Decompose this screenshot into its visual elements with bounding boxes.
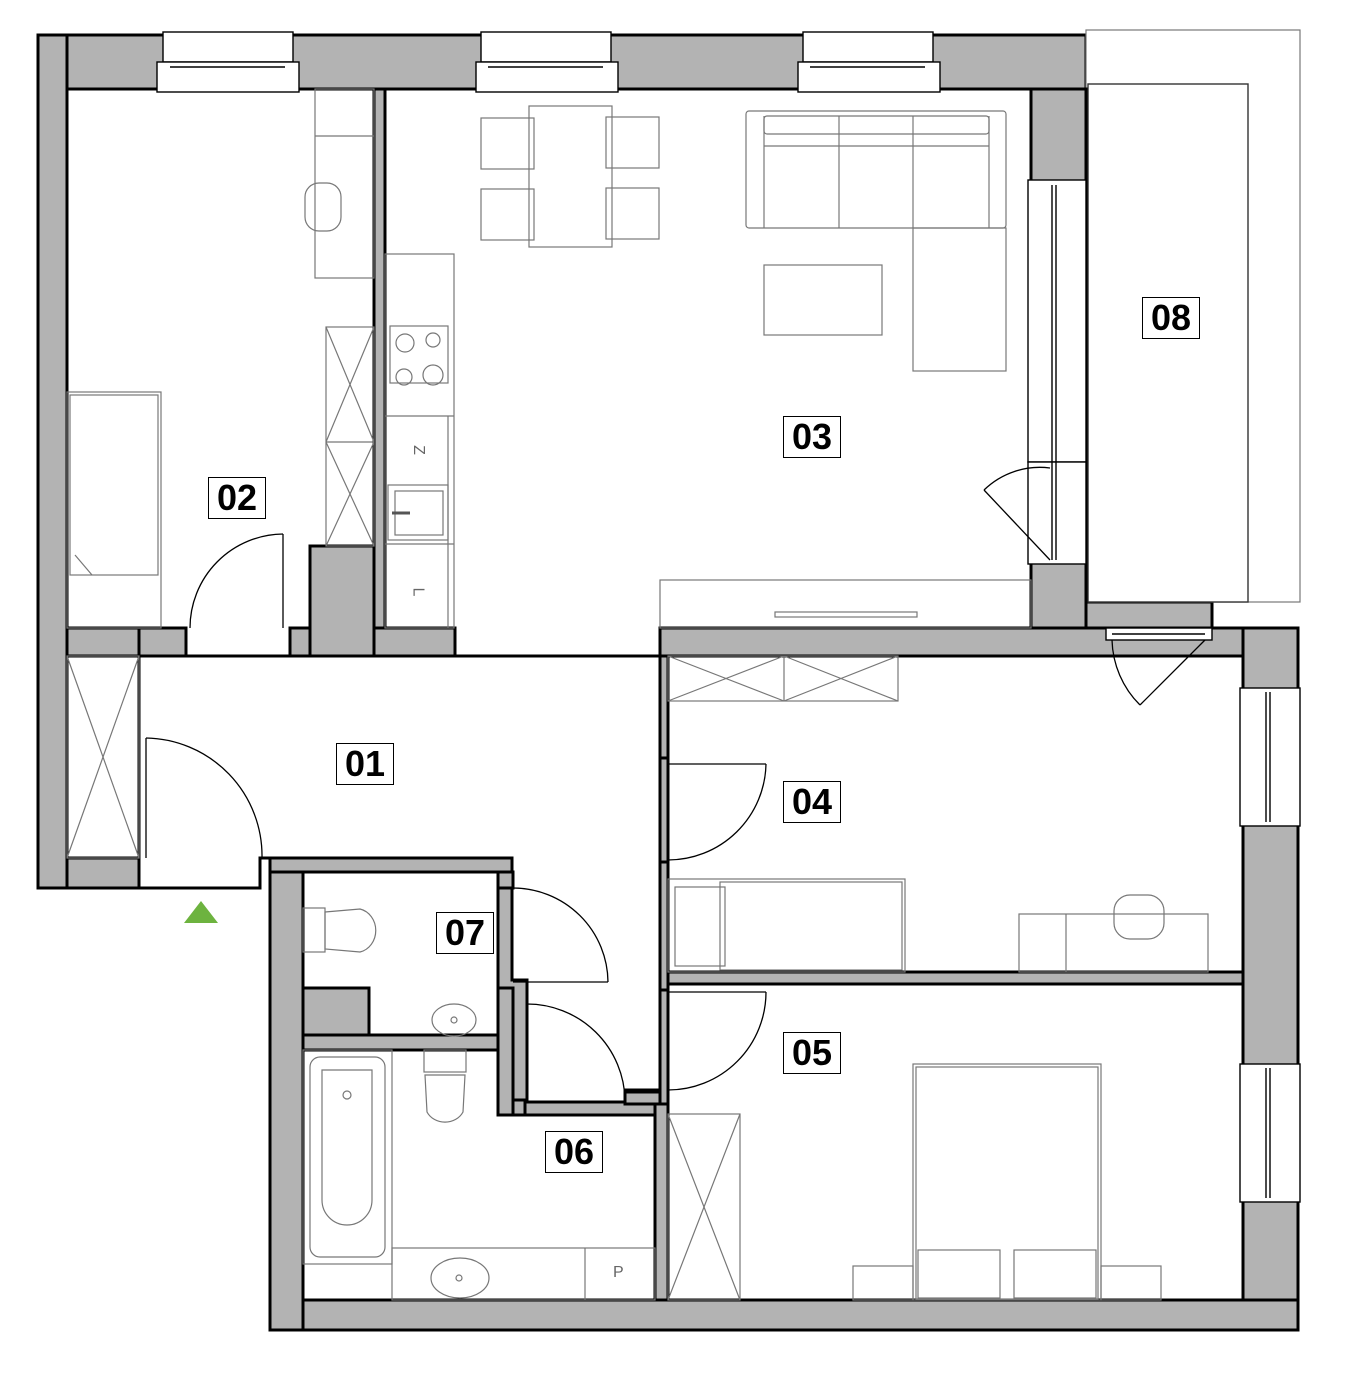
cooktop: [389, 325, 449, 386]
bathtub: [302, 1049, 393, 1265]
room-label-03: 03: [783, 416, 842, 458]
balcony-door-03: [1027, 179, 1087, 565]
window-east-04: [1239, 687, 1301, 827]
nightstand: [1100, 1265, 1162, 1301]
entrance-arrow-icon: [184, 901, 218, 923]
dining-table: [528, 105, 613, 248]
doors: [145, 466, 1206, 1101]
room-label-04: 04: [783, 781, 842, 823]
window-east-05: [1239, 1063, 1301, 1203]
wardrobe-02: [325, 326, 375, 547]
desk-04: [1018, 894, 1209, 973]
windows: [156, 31, 1301, 1203]
coffee-table: [763, 264, 883, 336]
room-label-02: 02: [208, 477, 267, 519]
dining-chair: [605, 116, 660, 169]
room-label-08: 08: [1142, 297, 1201, 339]
toilet-06: [423, 1049, 467, 1123]
room-floors: [65, 29, 1301, 1302]
washer-letter: P: [613, 1264, 624, 1281]
washbasin-07: [431, 1003, 477, 1037]
wardrobe-04: [667, 655, 899, 702]
kitchen-counter: [384, 253, 455, 629]
wardrobe-01: [66, 655, 140, 859]
furniture: [66, 88, 1209, 1301]
dining-chair: [480, 188, 535, 241]
dining-chair: [480, 117, 535, 170]
nightstand: [852, 1265, 914, 1301]
bed-02: [66, 391, 162, 629]
dishwasher-letter: L: [409, 587, 427, 597]
office-chair-02: [304, 182, 342, 232]
balcony-door-04: [1105, 627, 1213, 641]
dining-chair: [605, 187, 660, 240]
double-bed-05: [912, 1063, 1102, 1301]
window-north-03b: [797, 31, 941, 93]
corner-sofa: [745, 110, 1007, 372]
vanity-06: [391, 1247, 656, 1301]
wardrobe-05: [667, 1113, 741, 1301]
toilet-07: [302, 907, 377, 953]
bed-04: [667, 878, 906, 973]
fridge-letter: Z: [409, 445, 427, 455]
tv-unit: [659, 579, 1032, 629]
window-north-03a: [475, 31, 619, 93]
room-label-07: 07: [436, 912, 495, 954]
sink: [387, 484, 449, 541]
room-label-05: 05: [783, 1032, 842, 1074]
room-label-06: 06: [545, 1131, 604, 1173]
room-label-01: 01: [336, 743, 395, 785]
window-north-02: [156, 31, 300, 93]
